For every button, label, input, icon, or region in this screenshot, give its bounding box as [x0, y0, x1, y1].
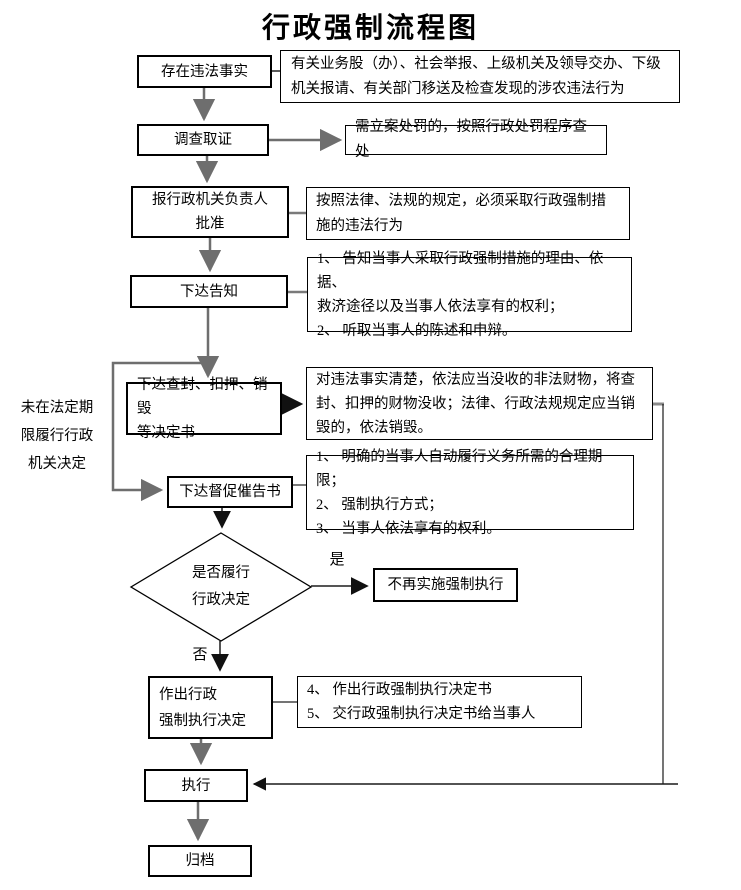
node-urge-notice: 下达督促催告书 — [167, 476, 293, 508]
note-source: 有关业务股（办）、社会举报、上级机关及领导交办、下级机关报请、有关部门移送及检查… — [280, 50, 680, 103]
note-legal: 按照法律、法规的规定，必须采取行政强制措施的违法行为 — [306, 187, 630, 240]
node-decision: 是否履行 行政决定 — [192, 565, 250, 608]
node-notify: 下达告知 — [130, 275, 288, 308]
flowchart-title: 行政强制流程图 — [261, 13, 479, 44]
note-punish: 需立案处罚的，按照行政处罚程序查处 — [345, 119, 607, 160]
node-execute: 执行 — [144, 769, 248, 802]
node-no-enforcement: 不再实施强制执行 — [373, 568, 518, 602]
note-decide-detail: 4、 作出行政强制执行决定书 5、 交行政强制执行决定书给当事人 — [297, 676, 582, 728]
node-investigate: 调查取证 — [137, 124, 269, 156]
node-seal-order: 下达查封、扣押、销毁 等决定书 — [126, 377, 282, 441]
label-no: 否 — [192, 647, 208, 663]
decision-diamond-shape — [129, 532, 313, 642]
node-archive: 归档 — [148, 845, 252, 877]
note-urge-detail: 1、 明确的当事人自动履行义务所需的合理期限； 2、 强制执行方式； 3、 当事… — [306, 449, 634, 537]
node-approve: 报行政机关负责人 批准 — [131, 186, 289, 238]
node-exist-violation: 存在违法事实 — [137, 55, 272, 88]
note-notify-detail: 1、 告知当事人采取行政强制措施的理由、依据、 救济途径以及当事人依法享有的权利… — [307, 251, 632, 339]
label-yes: 是 — [329, 552, 345, 568]
note-seal-detail: 对违法事实清楚，依法应当没收的非法财物，将查封、扣押的财物没收；法律、行政法规规… — [306, 367, 653, 440]
label-left-note: 未在法定期 限履行行政 机关决定 — [20, 400, 94, 472]
node-make-decision: 作出行政 强制执行决定 — [148, 676, 273, 739]
